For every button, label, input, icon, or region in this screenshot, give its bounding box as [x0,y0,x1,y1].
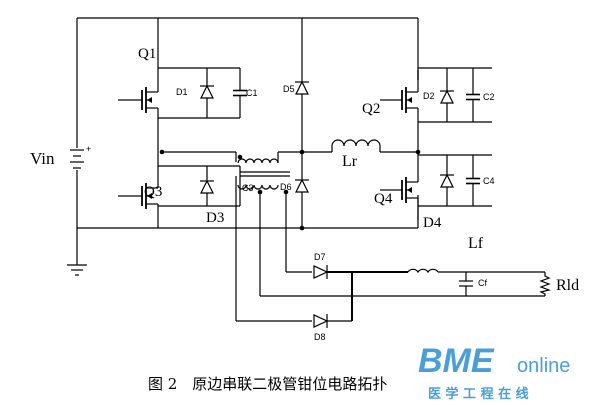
q2-transistor [380,67,492,152]
q4-label: Q4 [374,191,393,207]
q3-transistor [118,152,241,228]
lr-label: Lr [342,153,358,170]
bme-online-logo: BME online 医 学 工 程 在 线 [418,342,570,402]
q1-label: Q1 [138,46,156,62]
cf-label: Cf [478,278,487,288]
figure-caption: 图 2 原边串联二极管钳位电路拓扑 [148,375,387,393]
svg-text:+: + [86,144,91,154]
rld-label: Rld [556,277,579,294]
lf-inductor [407,268,545,274]
lf-label: Lf [468,235,484,252]
svg-text:online: online [517,355,570,377]
lr-inductor [302,139,420,153]
q4-transistor [380,149,492,221]
d7-label: D7 [314,252,326,262]
d8-label: D8 [314,332,326,342]
d6-label: D6 [280,182,292,192]
secondary-wiring [235,176,545,329]
vin-label: Vin [30,149,55,168]
cf-capacitor [459,272,473,296]
d3-label: D3 [206,210,224,226]
q1-transistor [118,18,248,152]
vin-source: + Vin [30,144,91,169]
svg-text:BME: BME [418,342,495,380]
d1-label: D1 [176,87,188,97]
c4-label: C4 [483,176,495,186]
clamp-diodes [294,18,310,231]
c2-label: C2 [483,92,495,102]
rld-resistor [539,272,552,296]
ground-symbol [67,264,87,276]
d5-label: D5 [283,84,295,94]
c1-label: C1 [246,88,258,98]
d4-label: D4 [423,215,442,231]
svg-text:医 学 工 程 在 线: 医 学 工 程 在 线 [428,386,529,402]
d2-label: D2 [423,91,435,101]
q3-label: Q3 [144,184,162,200]
q2-label: Q2 [362,101,380,117]
power-rails [76,17,419,265]
